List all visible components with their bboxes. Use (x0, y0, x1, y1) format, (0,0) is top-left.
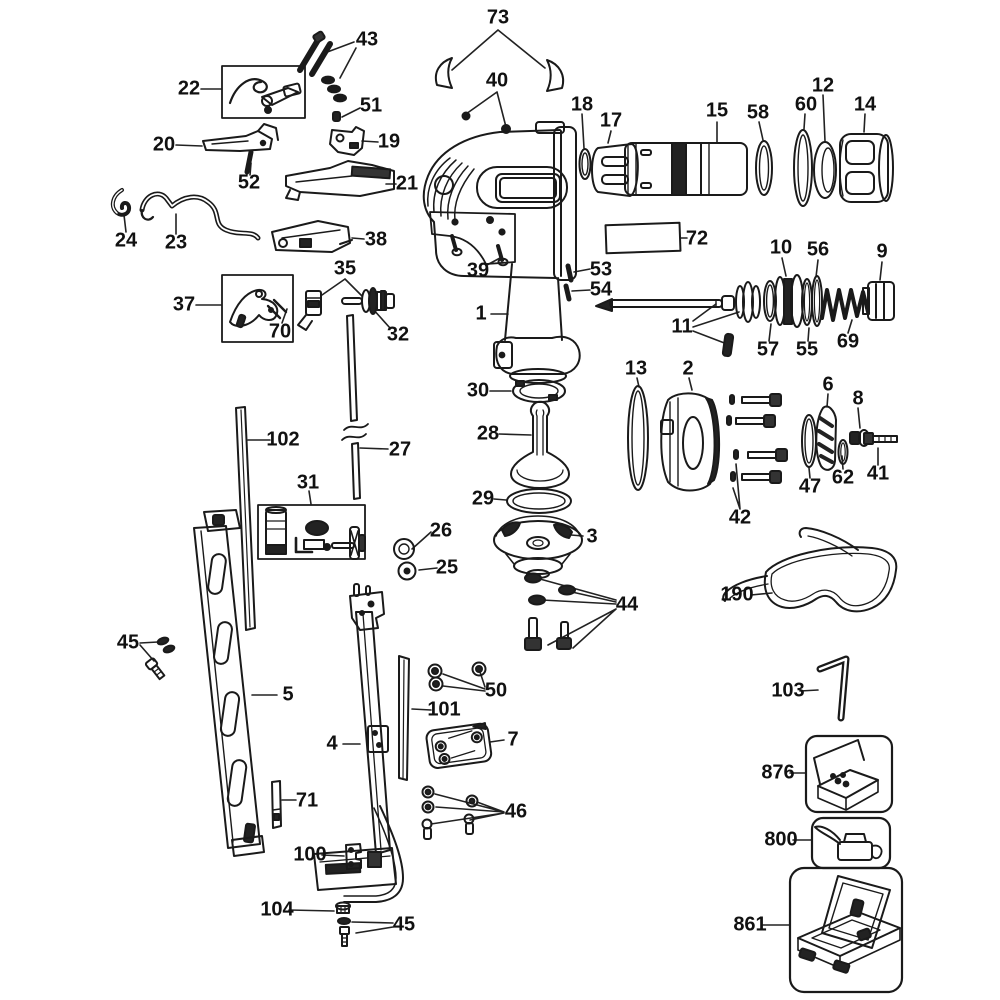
part-56-ring (812, 276, 822, 326)
part-73-caps (436, 58, 563, 91)
part-15-cylinder (625, 143, 747, 195)
part-876-fastener-kit (806, 736, 892, 812)
part-35-valves (298, 288, 394, 330)
part-27-rod (342, 315, 368, 499)
bolt (736, 415, 775, 427)
bolt (742, 394, 781, 406)
part-6-deflector (816, 406, 836, 469)
part-29-oring (507, 489, 571, 513)
part-28-bumper (511, 402, 569, 488)
part-101-blade (399, 656, 409, 780)
part-25-grommet (399, 563, 416, 580)
part-23-wire (142, 194, 258, 238)
part-50-nuts (429, 663, 486, 691)
part-13-oring (628, 386, 648, 490)
leader-lines (124, 30, 882, 933)
part-9-cap (863, 282, 894, 320)
part-22-assembly (222, 66, 305, 118)
part-37-assembly (222, 275, 293, 342)
part-1-housing (424, 122, 580, 383)
part-43-bolts (300, 31, 346, 101)
part-71-strip (272, 781, 281, 828)
part-60-oring (794, 130, 812, 206)
part-104-nut (336, 903, 350, 914)
part-44-pins-and-bolts (525, 574, 575, 651)
part-5-magazine-rail (194, 510, 264, 856)
part-103-hex-key (820, 659, 846, 718)
part-12-seal (814, 142, 836, 198)
part-45-screw-upper (145, 636, 175, 680)
part-800-oil-can (812, 818, 890, 868)
part-39-screws (452, 236, 508, 265)
part-14-cage (840, 134, 893, 202)
part-24-clip (113, 190, 129, 215)
part-31-assembly (258, 505, 365, 559)
part-20-lever (203, 124, 278, 151)
part-11-collar-and-pin (722, 282, 760, 356)
part-102-strip (236, 407, 255, 630)
part-2-cap-body (661, 393, 719, 490)
nose-hatching (428, 158, 474, 221)
part-58-oring (756, 141, 772, 195)
part-driver-rod (596, 299, 722, 311)
part-72-label-plate (606, 223, 681, 254)
part-53-pin (568, 266, 571, 280)
part-26-washer (394, 539, 414, 559)
part-7-plate (426, 723, 493, 769)
part-19-bracket (330, 127, 364, 155)
part-18-oring (580, 149, 591, 179)
part-51-pin (333, 112, 340, 121)
part-17-cap (592, 144, 638, 196)
part-10-piston (775, 275, 803, 327)
part-41-bolt (864, 433, 897, 444)
part-4-rail (314, 584, 403, 902)
part-45-screw-lower (338, 918, 350, 946)
part-38-assembly (272, 221, 352, 252)
part-3-piston-assembly (494, 516, 582, 578)
part-861-carry-case (790, 868, 902, 992)
part-40-pins (463, 113, 511, 134)
part-30-ring (513, 380, 565, 402)
part-52-pin (247, 152, 251, 172)
part-69-spring (822, 290, 868, 320)
part-21-assembly (286, 161, 394, 200)
part-62-oring (839, 440, 848, 464)
part-47-oring (802, 415, 816, 467)
part-46-washers-pins (423, 787, 478, 840)
bolt (742, 471, 781, 483)
part-54-pin (566, 286, 569, 299)
part-42-bolts (727, 394, 787, 483)
part-100-clip (346, 844, 361, 869)
part-190-glasses (723, 528, 896, 611)
bolt (748, 449, 787, 461)
